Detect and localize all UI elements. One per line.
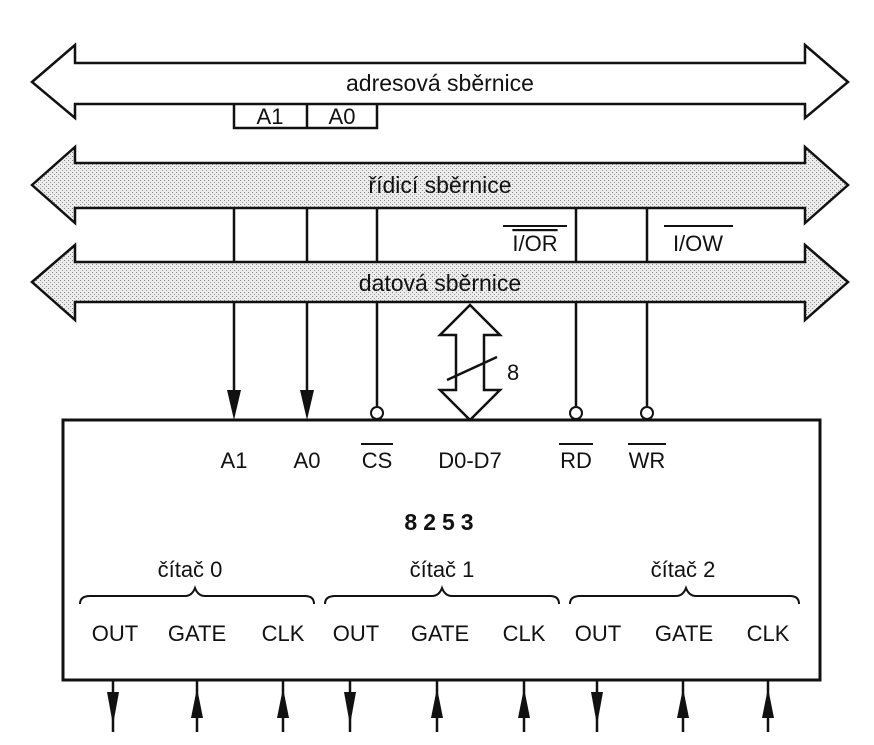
counter-0-label: čítač 0 (158, 557, 223, 582)
chip-name: 8253 (404, 509, 479, 535)
address-bus-arrow (30, 42, 850, 121)
counter-2-label: čítač 2 (651, 557, 716, 582)
out-0-arrow-down-icon (107, 692, 119, 725)
address-bus-label: adresová sběrnice (346, 70, 534, 96)
pin-d0-d7: D0-D7 (438, 448, 502, 473)
addr-signal-a1: A1 (257, 104, 284, 129)
bus-to-chip-lines (232, 302, 649, 406)
control-signal-iow: I/OW (673, 231, 723, 256)
bus-width-slash (446, 355, 498, 382)
wr-inversion-circle (640, 406, 654, 420)
counter-2-out: OUT (575, 621, 621, 646)
data-bus-arrow (30, 242, 850, 323)
pin-a0: A0 (294, 448, 321, 473)
counter-1-label: čítač 1 (410, 557, 475, 582)
clk-1-arrow-up-icon (518, 688, 530, 718)
addr-signal-a0: A0 (329, 104, 356, 129)
a1-arrow-icon (227, 390, 241, 420)
counter-1-clk: CLK (503, 621, 546, 646)
pin-rd: RD (560, 448, 592, 473)
pin-cs: CS (362, 448, 393, 473)
clk-0-arrow-up-icon (277, 688, 289, 718)
out-2-arrow-down-icon (591, 692, 603, 725)
counter-0-clk: CLK (262, 621, 305, 646)
counter-1-gate: GATE (411, 621, 469, 646)
data-bus-label: datová sběrnice (359, 270, 521, 296)
control-to-data-lines (232, 208, 649, 262)
a0-arrow-icon (300, 390, 314, 420)
cs-inversion-circle (370, 406, 384, 420)
control-bus-label: řídicí sběrnice (368, 172, 511, 198)
gate-2-arrow-up-icon (677, 688, 689, 718)
counter-2-brace (569, 585, 800, 605)
data-bus-double-arrow (436, 303, 504, 422)
address-signal-box (232, 104, 379, 130)
counter-1-out: OUT (333, 621, 379, 646)
counter-2-clk: CLK (747, 621, 790, 646)
control-bus-arrow (30, 144, 850, 226)
out-1-arrow-down-icon (344, 692, 356, 725)
counter-pin-arrows (107, 680, 774, 732)
gate-0-arrow-up-icon (191, 688, 203, 718)
data-width-label: 8 (507, 360, 519, 385)
rd-inversion-circle (569, 406, 583, 420)
pin-a1: A1 (221, 448, 248, 473)
chip-8253-body (61, 418, 822, 682)
counter-0-brace (79, 585, 315, 605)
control-signal-ior: I/OR (512, 231, 557, 256)
counter-0-gate: GATE (168, 621, 226, 646)
gate-1-arrow-up-icon (431, 688, 443, 718)
counter-1-brace (324, 585, 560, 605)
clk-2-arrow-up-icon (762, 688, 774, 718)
counter-0-out: OUT (92, 621, 138, 646)
pin-wr: WR (629, 448, 666, 473)
counter-2-gate: GATE (655, 621, 713, 646)
